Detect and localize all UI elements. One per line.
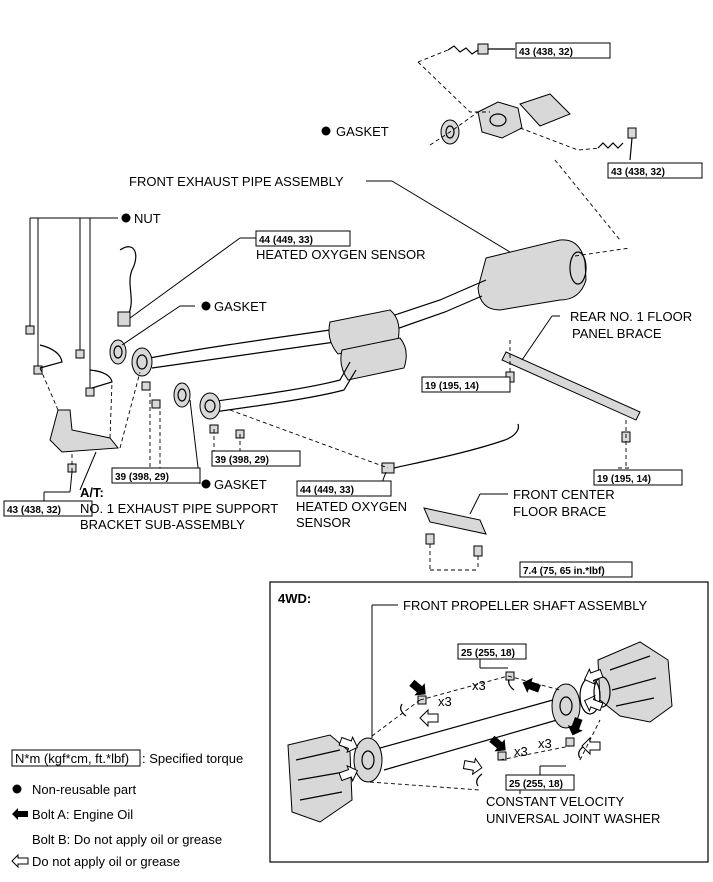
torque-label: 43 (438, 32) bbox=[611, 167, 665, 178]
torque-label: 25 (255, 18) bbox=[461, 648, 515, 659]
torque-label: 7.4 (75, 65 in.*lbf) bbox=[523, 566, 605, 577]
torque-label: 44 (449, 33) bbox=[300, 485, 354, 496]
front-exhaust-pipe bbox=[131, 239, 587, 420]
heated-oxygen-sensor-lower-label: HEATED OXYGEN bbox=[296, 499, 407, 514]
top-flange bbox=[477, 93, 571, 139]
torque-box-t12: 25 (255, 18) bbox=[505, 774, 575, 791]
rear-brace-label: REAR NO. 1 FLOOR bbox=[570, 309, 692, 324]
filled-arrow-icon bbox=[12, 808, 28, 820]
filled-arrow-icon bbox=[489, 735, 506, 752]
legend-bolt-b: Bolt B: Do not apply oil or grease bbox=[32, 832, 222, 847]
outline-arrow-icon bbox=[338, 735, 359, 754]
outline-arrow-icon bbox=[11, 853, 29, 869]
center-brace-label: FRONT CENTER bbox=[513, 487, 615, 502]
support-bracket-label: NO. 1 EXHAUST PIPE SUPPORT bbox=[80, 501, 278, 516]
torque-box-t6: 39 (398, 29) bbox=[211, 450, 301, 467]
filled-circle-icon bbox=[321, 126, 331, 136]
legend-no-oil: Do not apply oil or grease bbox=[32, 854, 180, 869]
filled-arrow-icon bbox=[567, 717, 583, 736]
outline-arrow-icon bbox=[338, 764, 359, 783]
front-center-brace bbox=[423, 507, 487, 557]
outline-arrow-icon bbox=[583, 667, 604, 686]
legend-bolt-a: Bolt A: Engine Oil bbox=[32, 807, 133, 822]
torque-label: 44 (449, 33) bbox=[259, 235, 313, 246]
gasket-mid-label: GASKET bbox=[214, 299, 267, 314]
torque-box-t5: 39 (398, 29) bbox=[111, 467, 201, 484]
top-bolt-1 bbox=[447, 43, 515, 55]
lower-oxygen-sensor bbox=[381, 423, 520, 474]
torque-label: 19 (195, 14) bbox=[425, 381, 479, 392]
legend-torque-text: : Specified torque bbox=[142, 751, 243, 766]
filled-arrow-icon bbox=[409, 679, 426, 696]
propeller-shaft-label: FRONT PROPELLER SHAFT ASSEMBLY bbox=[403, 598, 648, 613]
fwd-inset: 4WD: FRONT PROPELLER SHAFT ASSEMBLY bbox=[269, 581, 709, 863]
filled-circle-icon bbox=[201, 301, 211, 311]
filled-circle-icon bbox=[201, 479, 211, 489]
front-exhaust-pipe-label: FRONT EXHAUST PIPE ASSEMBLY bbox=[129, 174, 344, 189]
filled-circle-icon bbox=[12, 784, 22, 794]
torque-box-t4: 19 (195, 14) bbox=[421, 376, 511, 393]
fwd-title: 4WD: bbox=[278, 591, 311, 606]
torque-box-t7: 44 (449, 33) bbox=[296, 480, 392, 497]
mid-gasket bbox=[109, 339, 127, 365]
torque-box-t8: 19 (195, 14) bbox=[593, 469, 683, 486]
gasket-low-label: GASKET bbox=[214, 477, 267, 492]
heated-oxygen-sensor-lower-label-2: SENSOR bbox=[296, 515, 351, 530]
outline-arrow-icon bbox=[581, 736, 601, 756]
quantity-label: x3 bbox=[438, 694, 452, 709]
center-brace-label-2: FLOOR BRACE bbox=[513, 504, 607, 519]
torque-label: 39 (398, 29) bbox=[115, 472, 169, 483]
outline-arrow-icon bbox=[583, 694, 604, 713]
nut-label: NUT bbox=[134, 211, 161, 226]
legend: N*m (kgf*cm, ft.*lbf) : Specified torque… bbox=[11, 749, 243, 869]
gasket-top-label: GASKET bbox=[336, 124, 389, 139]
low-gasket bbox=[173, 382, 191, 408]
rear-brace-label-2: PANEL BRACE bbox=[572, 326, 662, 341]
torque-label: 39 (398, 29) bbox=[215, 455, 269, 466]
torque-label: 43 (438, 32) bbox=[519, 47, 573, 58]
outline-arrow-icon bbox=[462, 757, 483, 776]
torque-box-t3: 44 (449, 33) bbox=[255, 230, 351, 247]
legend-torque-box: N*m (kgf*cm, ft.*lbf) bbox=[15, 751, 129, 766]
outline-arrow-icon bbox=[419, 708, 439, 728]
torque-box-t11: 25 (255, 18) bbox=[457, 643, 527, 660]
torque-label: 19 (195, 14) bbox=[597, 474, 651, 485]
rear-floor-brace bbox=[501, 351, 641, 443]
heated-oxygen-sensor-label: HEATED OXYGEN SENSOR bbox=[256, 247, 426, 262]
cv-washer-label: CONSTANT VELOCITY bbox=[486, 794, 625, 809]
quantity-label: x3 bbox=[538, 736, 552, 751]
support-bracket-label-2: BRACKET SUB-ASSEMBLY bbox=[80, 517, 245, 532]
upper-oxygen-sensor bbox=[117, 246, 137, 327]
filled-arrow-icon bbox=[522, 677, 541, 693]
torque-box-t9: 43 (438, 32) bbox=[3, 500, 93, 517]
torque-label: 43 (438, 32) bbox=[7, 505, 61, 516]
at-label: A/T: bbox=[80, 485, 104, 500]
torque-box-t1: 43 (438, 32) bbox=[515, 42, 611, 59]
torque-box-t2: 43 (438, 32) bbox=[607, 162, 703, 179]
torque-box-t10: 7.4 (75, 65 in.*lbf) bbox=[519, 561, 633, 578]
filled-circle-icon bbox=[121, 213, 131, 223]
quantity-label: x3 bbox=[472, 678, 486, 693]
top-bolt-2 bbox=[597, 127, 637, 161]
nut-group bbox=[25, 217, 118, 397]
support-bracket bbox=[39, 344, 119, 473]
quantity-label: x3 bbox=[514, 744, 528, 759]
cv-washer-label-2: UNIVERSAL JOINT WASHER bbox=[486, 811, 660, 826]
torque-label: 25 (255, 18) bbox=[509, 779, 563, 790]
legend-non-reusable: Non-reusable part bbox=[32, 782, 136, 797]
